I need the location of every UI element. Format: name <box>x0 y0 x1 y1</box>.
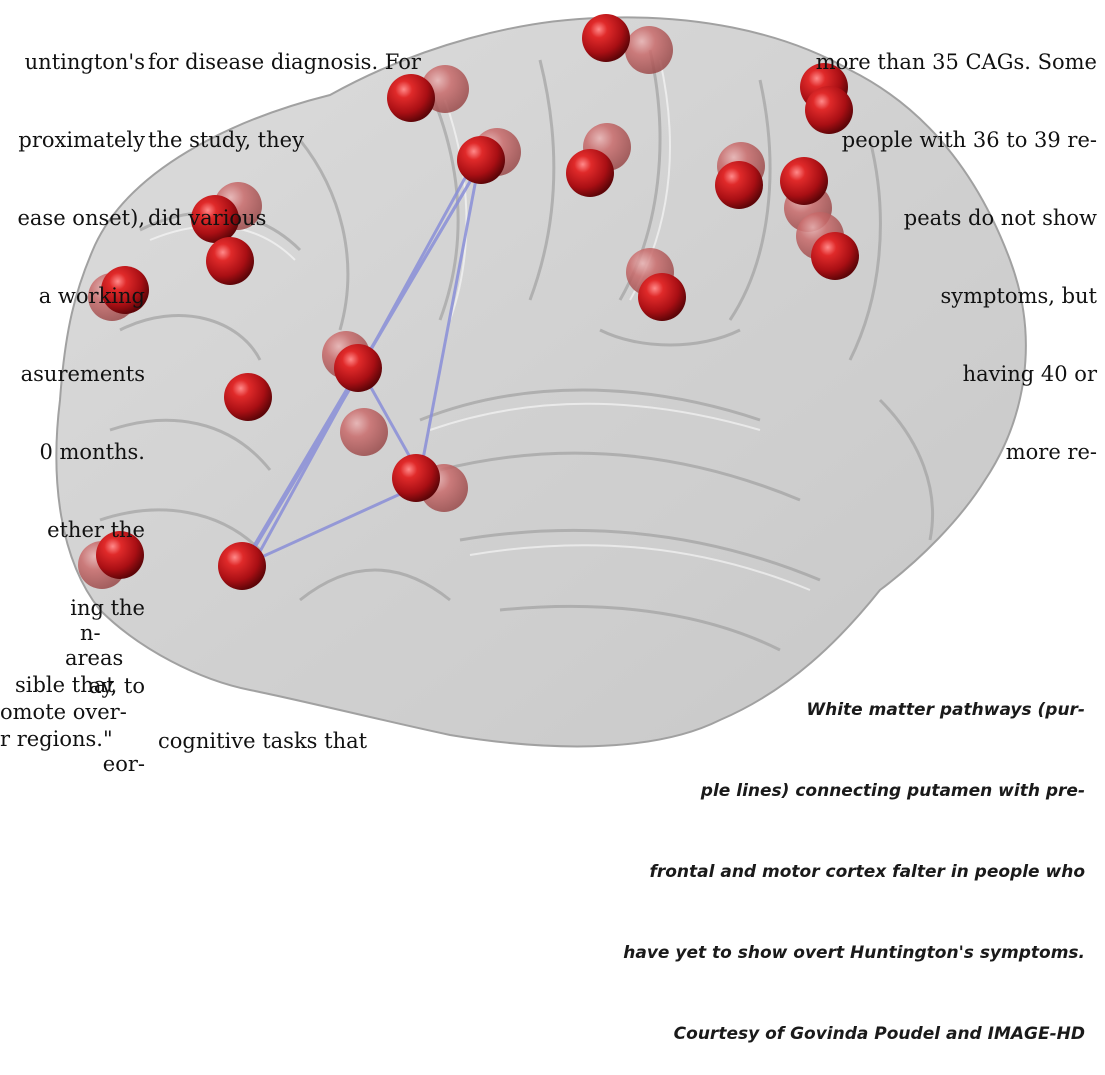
bottom-left-line: areas <box>65 645 123 671</box>
right-line: symptoms, but <box>767 283 1097 309</box>
caption-line: frontal and motor cortex falter in peopl… <box>325 859 1085 886</box>
left-line: ease onset), <box>0 205 145 231</box>
article-middle-column: for disease diagnosis. For the study, th… <box>148 0 398 257</box>
bottom-left-line: n- <box>80 620 101 646</box>
middle-line: did various <box>148 205 398 231</box>
right-line: more than 35 CAGs. Some <box>767 49 1097 75</box>
middle-line: for disease diagnosis. For <box>148 49 398 75</box>
middle-line: the study, they <box>148 127 398 153</box>
article-right-column: more than 35 CAGs. Some people with 36 t… <box>767 0 1097 491</box>
left-line: 0 months. <box>0 439 145 465</box>
left-line: ether the <box>0 517 145 543</box>
left-line: asurements <box>0 361 145 387</box>
left-line: untington's <box>0 49 145 75</box>
left-line: proximately <box>0 127 145 153</box>
bottom-left-line: omote over- <box>0 699 127 725</box>
caption-line: ple lines) connecting putamen with pre- <box>325 778 1085 805</box>
figure-caption: White matter pathways (pur- ple lines) c… <box>325 643 1085 1075</box>
bottom-left-line: sible that <box>15 672 115 698</box>
right-line: having 40 or <box>767 361 1097 387</box>
left-line: ing the <box>0 595 145 621</box>
caption-line: White matter pathways (pur- <box>325 697 1085 724</box>
bottom-left-line: r regions." <box>0 726 113 752</box>
right-line: peats do not show <box>767 205 1097 231</box>
right-line: people with 36 to 39 re- <box>767 127 1097 153</box>
caption-line: Courtesy of Govinda Poudel and IMAGE-HD <box>325 1021 1085 1048</box>
right-line: more re- <box>767 439 1097 465</box>
left-line: a working <box>0 283 145 309</box>
caption-line: have yet to show overt Huntington's symp… <box>325 940 1085 967</box>
